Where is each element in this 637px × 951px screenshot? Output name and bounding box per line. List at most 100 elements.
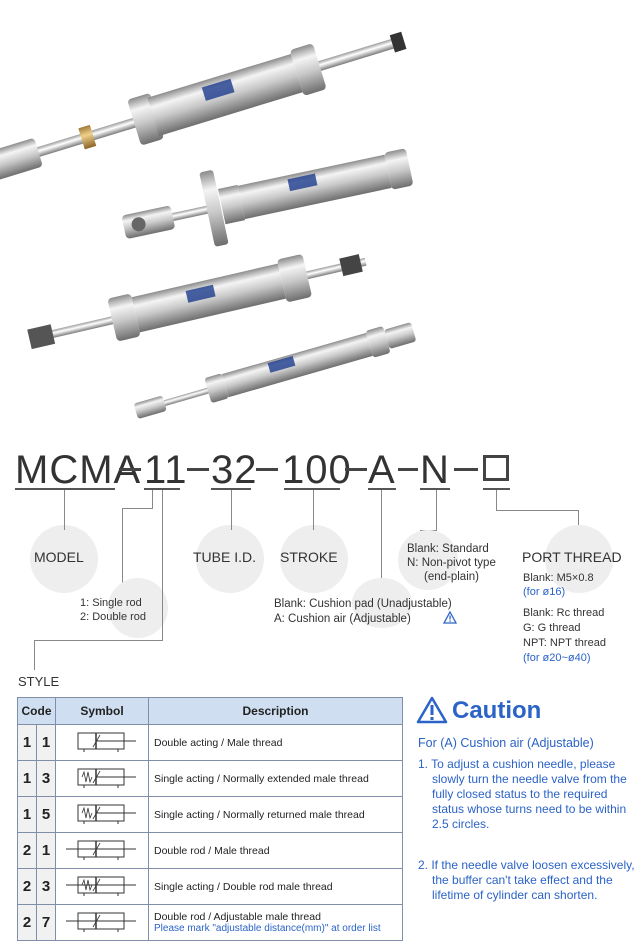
code-tube-id: 32 (211, 448, 258, 492)
underline-stroke (284, 488, 340, 490)
cushion-option-2: A: Cushion air (Adjustable) (274, 613, 411, 625)
cylinder-symbol-icon (55, 832, 149, 869)
bubble-port (545, 525, 613, 593)
label-stroke: STROKE (280, 549, 338, 565)
bubble-tube-id (196, 525, 264, 593)
leader-line (34, 640, 35, 670)
code-digit-1: 1 (17, 796, 37, 833)
underline-tube (211, 488, 251, 490)
code-cushion: A (368, 448, 396, 492)
warning-icon (442, 610, 458, 624)
style-description-text: Single acting / Double rod male thread (154, 880, 333, 893)
style-description-text: Double rod / Male thread (154, 844, 270, 857)
style-description-text: Single acting / Normally extended male t… (154, 772, 369, 785)
caution-item-2: 2. If the needle valve loosen excessivel… (418, 858, 635, 902)
cushion-option-1: Blank: Cushion pad (Unadjustable) (274, 598, 452, 610)
code-digit-1: 2 (17, 904, 37, 941)
cylinder-symbol-icon (55, 904, 149, 941)
underline-cushion (368, 488, 396, 490)
underline-model (15, 488, 115, 490)
cylinder-symbol-icon (55, 724, 149, 761)
style-description-text: Double rod / Adjustable male thread (154, 911, 321, 923)
rod-option-2: 2: Double rod (80, 611, 147, 623)
code-digit-1: 2 (17, 868, 37, 905)
cylinder-photo-3 (27, 254, 367, 350)
code-dash (187, 468, 209, 471)
leader-line (64, 490, 65, 530)
code-digit-2: 1 (36, 832, 56, 869)
style-description-text: Double acting / Male thread (154, 736, 283, 749)
port-option-4: G: G thread (523, 622, 581, 634)
style-title: STYLE (18, 674, 60, 689)
cylinder-photo-2 (122, 148, 413, 247)
leader-line (436, 490, 437, 530)
port-option-2: (for ø16) (523, 586, 566, 598)
cylinder-symbol-icon (55, 868, 149, 905)
bubble-rod (108, 578, 168, 638)
code-digit-2: 7 (36, 904, 56, 941)
leader-line (152, 490, 153, 508)
style-description-note: Please mark "adjustable distance(mm)" at… (154, 923, 381, 934)
bubble-model (30, 525, 98, 593)
port-option-6: (for ø20~ø40) (523, 652, 591, 664)
bubble-cushion (352, 578, 412, 628)
table-header-row: Code Symbol Description (17, 697, 403, 725)
cylinder-symbol-icon (55, 760, 149, 797)
leader-line (231, 490, 232, 530)
cylinder-photo-4 (134, 322, 416, 419)
header-symbol: Symbol (55, 697, 149, 725)
leader-line (122, 508, 123, 588)
pivot-option-3: (end-plain) (424, 571, 479, 583)
style-description: Single acting / Normally returned male t… (148, 796, 403, 833)
code-digit-2: 3 (36, 760, 56, 797)
rod-option-1: 1: Single rod (80, 597, 142, 609)
pivot-option-1: Blank: Standard (407, 543, 489, 555)
pivot-option-2: N: Non-pivot type (407, 557, 496, 569)
code-dash (256, 468, 278, 471)
bubble-stroke (280, 525, 348, 593)
leader-line (122, 508, 153, 509)
code-digit-2: 1 (36, 724, 56, 761)
leader-line (578, 510, 579, 530)
style-description: Double acting / Male thread (148, 724, 403, 761)
caution-item-1: 1. To adjust a cushion needle, please sl… (418, 757, 627, 831)
label-port-thread: PORT THREAD (522, 549, 622, 565)
underline-style (144, 488, 180, 490)
cylinder-symbol-icon (55, 796, 149, 833)
code-dash (119, 468, 141, 471)
port-option-3: Blank: Rc thread (523, 607, 605, 619)
leader-line (34, 640, 163, 641)
leader-line (162, 490, 163, 640)
code-digit-2: 3 (36, 868, 56, 905)
header-code: Code (17, 697, 56, 725)
code-style: 11 (144, 448, 188, 492)
code-digit-2: 5 (36, 796, 56, 833)
code-dash (398, 468, 418, 471)
style-description: Single acting / Double rod male thread (148, 868, 403, 905)
leader-line (381, 490, 382, 590)
code-pivot: N (420, 448, 450, 492)
code-digit-1: 2 (17, 832, 37, 869)
header-description: Description (148, 697, 403, 725)
leader-line (313, 490, 314, 530)
label-model: MODEL (34, 549, 84, 565)
caution-icon (416, 696, 448, 724)
style-description: Double rod / Male thread (148, 832, 403, 869)
style-description-text: Single acting / Normally returned male t… (154, 808, 365, 821)
code-dash (454, 468, 478, 471)
underline-port (483, 488, 510, 490)
code-port-thread-box (483, 455, 509, 481)
port-option-1: Blank: M5×0.8 (523, 572, 594, 584)
style-description: Single acting / Normally extended male t… (148, 760, 403, 797)
port-option-5: NPT: NPT thread (523, 637, 606, 649)
code-digit-1: 1 (17, 724, 37, 761)
label-tube-id: TUBE I.D. (193, 549, 257, 565)
cylinder-photo-1 (0, 31, 407, 182)
